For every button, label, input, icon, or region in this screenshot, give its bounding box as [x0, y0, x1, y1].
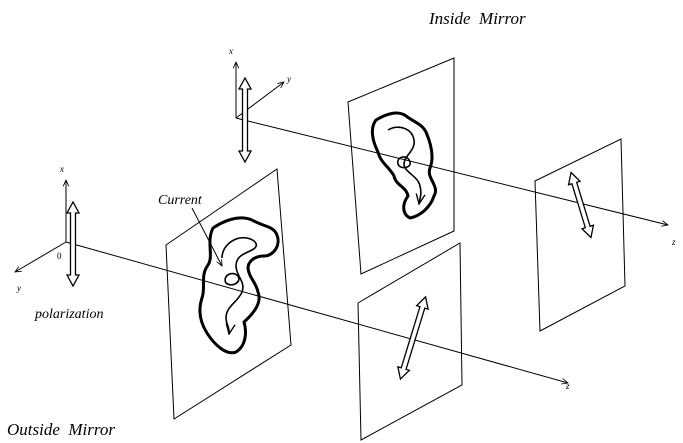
inside-mirror-label: Inside Mirror [428, 9, 526, 28]
upper-x-label: x [228, 46, 233, 56]
upper-y-label: y [286, 74, 291, 84]
lower-polarization-arrow-icon [65, 200, 81, 288]
upper-axes [236, 62, 668, 225]
inside-polarization-plane [534, 138, 626, 332]
origin-label: 0 [57, 251, 62, 261]
inside-current-loop-icon [370, 111, 437, 220]
outside-polarization-plane [357, 242, 463, 441]
upper-z-label: z [671, 237, 676, 247]
lower-z-axis [65, 241, 568, 383]
lower-y-label: y [16, 283, 21, 293]
current-pointer-line [191, 207, 222, 266]
lower-x-label: x [59, 164, 64, 174]
outside-mirror-label: Outside Mirror [7, 420, 115, 439]
lower-y-axis [15, 241, 67, 272]
outside-current-plane [165, 168, 292, 420]
inside-current-plane [347, 57, 455, 275]
polarization-label: polarization [34, 307, 103, 322]
outside-current-loop-icon [198, 216, 280, 355]
lower-z-label: z [565, 381, 570, 391]
inside-reflected-polarization-arrow-icon [567, 171, 595, 239]
lower-axes [15, 180, 568, 383]
upper-polarization-arrow-icon [237, 76, 253, 164]
upper-z-axis [235, 117, 668, 225]
outside-reflected-polarization-arrow-icon [397, 295, 429, 381]
current-label: Current [158, 193, 203, 208]
